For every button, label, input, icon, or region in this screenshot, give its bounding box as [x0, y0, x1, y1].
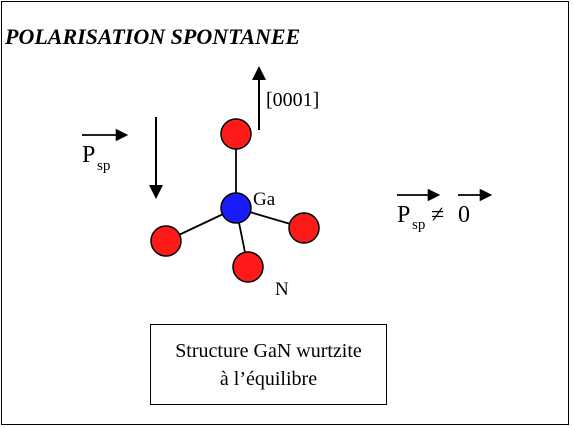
caption-line-1: Structure GaN wurtzite — [175, 339, 362, 362]
nitrogen-label: N — [275, 279, 289, 300]
caption-line-2: à l’équilibre — [219, 367, 318, 390]
vector-psp-left: P sp — [82, 128, 129, 174]
nitrogen-atom-right — [288, 212, 320, 244]
nitrogen-atom-top — [220, 118, 252, 150]
caption-box: Structure GaN wurtzite à l’équilibre — [150, 324, 387, 405]
zero-vector-main: 0 — [458, 202, 470, 228]
vector-psp-right-subscript: sp — [412, 217, 425, 233]
nitrogen-atom-bottom — [232, 251, 264, 283]
nitrogen-atom-left — [150, 225, 182, 257]
vector-psp-left-subscript: sp — [97, 158, 110, 174]
vector-relation-right: P sp ≠ 0 — [397, 188, 493, 233]
vector-psp-left-main: P — [82, 142, 95, 168]
not-equal-sign: ≠ — [431, 202, 444, 228]
vector-psp-right-main: P — [397, 202, 410, 228]
diagram-title: POLARISATION SPONTANEE — [5, 24, 301, 49]
gallium-label: Ga — [253, 189, 276, 210]
c-axis-label: [0001] — [266, 89, 319, 111]
gallium-atom — [220, 192, 252, 224]
